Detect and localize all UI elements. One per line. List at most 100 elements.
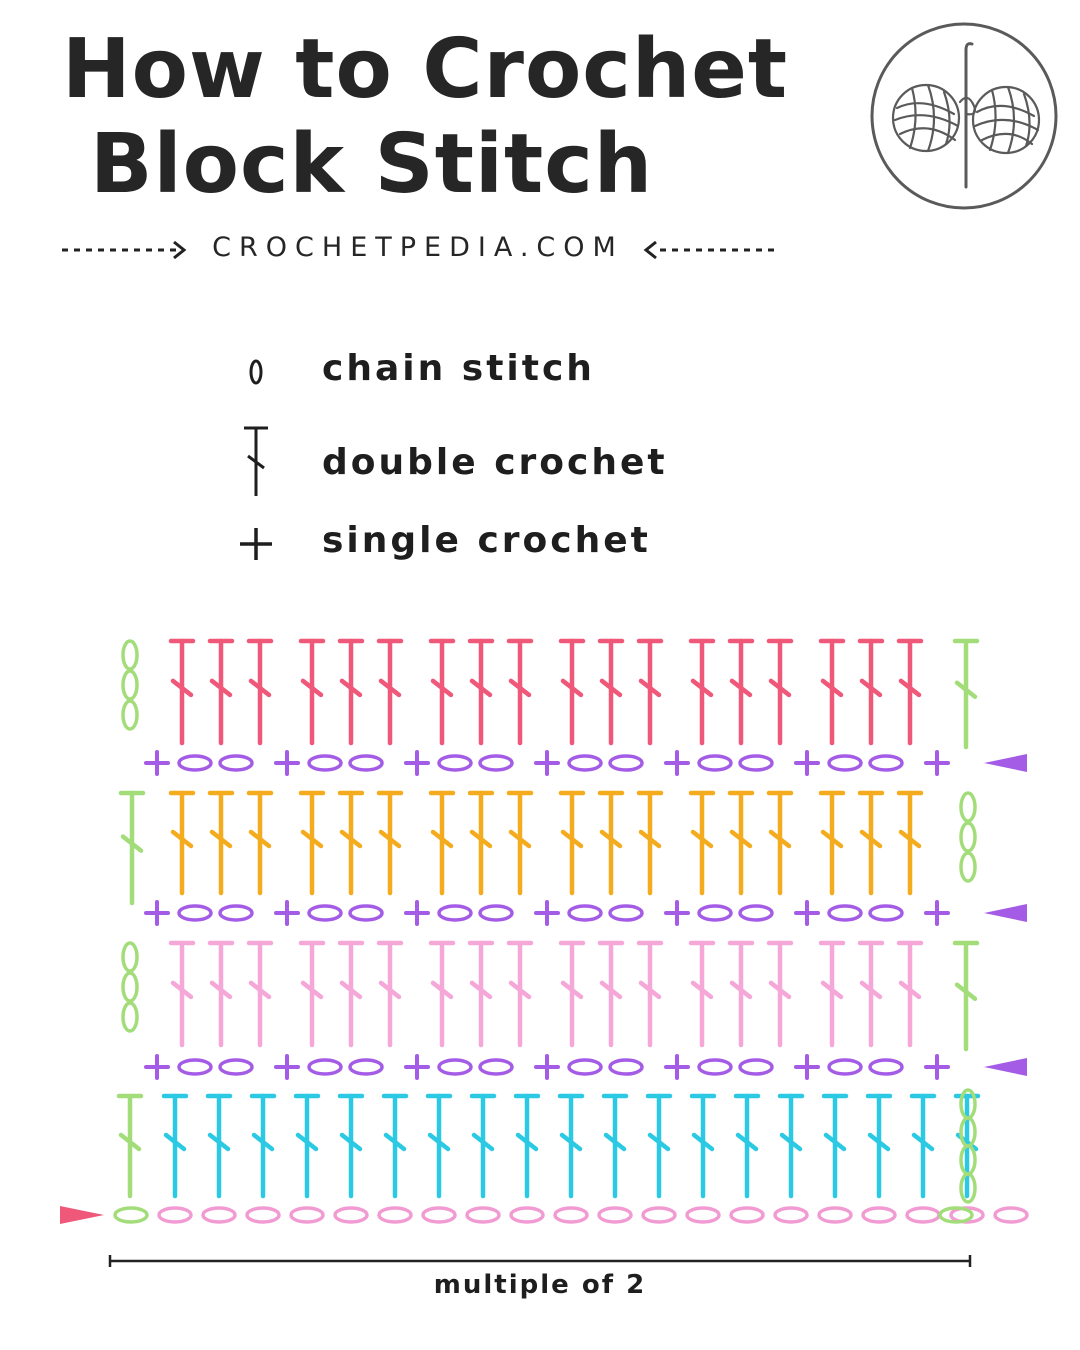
- foundation-chain: [729, 1206, 765, 1224]
- foundation-chain: [377, 1206, 413, 1224]
- foundation-chain: [421, 1206, 457, 1224]
- sc-row-chain: [218, 904, 254, 922]
- foundation-chain: [157, 1206, 193, 1224]
- website-banner: CROCHETPEDIA.COM: [60, 228, 776, 272]
- legend-item-chain: chain stitch: [230, 340, 730, 400]
- sc-row-chain: [868, 904, 904, 922]
- turning-chain-left: [121, 941, 139, 973]
- website-url: CROCHETPEDIA.COM: [212, 232, 624, 263]
- legend-item-single-crochet: single crochet: [230, 520, 730, 580]
- sc-row-chain: [218, 1058, 254, 1076]
- block-dc: [168, 790, 196, 896]
- row1-dc: [689, 1093, 717, 1199]
- turning-dc-right: [952, 940, 980, 1052]
- sc-row-chain: [348, 904, 384, 922]
- sc-row-chain: [738, 904, 774, 922]
- foundation-chain: [333, 1206, 369, 1224]
- sc-stitch: [144, 750, 170, 776]
- block-dc: [376, 790, 404, 896]
- block-dc: [207, 790, 235, 896]
- row1-dc: [381, 1093, 409, 1199]
- row1-dc: [337, 1093, 365, 1199]
- legend-label-single-crochet: single crochet: [322, 520, 651, 561]
- sc-row-chain: [177, 1058, 213, 1076]
- foundation-chain: [201, 1206, 237, 1224]
- sc-row-chain: [307, 1058, 343, 1076]
- sc-row-chain: [567, 754, 603, 772]
- sc-stitch: [144, 900, 170, 926]
- sc-stitch: [794, 750, 820, 776]
- block-dc: [558, 790, 586, 896]
- row1-dc: [645, 1093, 673, 1199]
- sc-row-chain: [608, 904, 644, 922]
- block-dc: [896, 790, 924, 896]
- sc-row-chain: [437, 754, 473, 772]
- block-dc: [766, 940, 794, 1048]
- legend-label-double-crochet: double crochet: [322, 442, 668, 483]
- yarn-balls-hook-icon: [870, 22, 1058, 210]
- sc-row-chain: [738, 754, 774, 772]
- row1-dc: [557, 1093, 585, 1199]
- block-dc: [896, 638, 924, 746]
- sc-row-chain: [437, 1058, 473, 1076]
- sc-row-chain: [348, 1058, 384, 1076]
- block-dc: [688, 638, 716, 746]
- block-dc: [246, 790, 274, 896]
- sc-row-chain: [827, 754, 863, 772]
- block-dc: [597, 790, 625, 896]
- block-dc: [636, 638, 664, 746]
- row-marker-icon: [984, 904, 1027, 922]
- row-marker-icon: [984, 1058, 1027, 1076]
- turning-chain-left: [121, 639, 139, 671]
- foundation-chain: [949, 1206, 985, 1224]
- sc-row-chain: [307, 904, 343, 922]
- left-arrow-icon: [643, 240, 657, 260]
- block-dc: [636, 790, 664, 896]
- sc-row-chain: [868, 1058, 904, 1076]
- legend-label-chain: chain stitch: [322, 348, 595, 389]
- arrow-decorations: [62, 240, 774, 260]
- block-dc: [727, 790, 755, 896]
- row1-dc: [249, 1093, 277, 1199]
- foundation-chain-start: [113, 1206, 149, 1224]
- sc-row-chain: [478, 1058, 514, 1076]
- single-crochet-icon: [240, 528, 272, 560]
- row1-dc: [513, 1093, 541, 1199]
- sc-row-chain: [697, 754, 733, 772]
- sc-stitch: [404, 1054, 430, 1080]
- block-dc: [428, 940, 456, 1048]
- block-dc: [558, 638, 586, 746]
- foundation-chain: [465, 1206, 501, 1224]
- sc-row-chain: [307, 754, 343, 772]
- block-dc: [506, 638, 534, 746]
- sc-stitch: [664, 900, 690, 926]
- row1-dc: [425, 1093, 453, 1199]
- sc-stitch: [924, 750, 950, 776]
- turning-dc-left: [118, 790, 146, 906]
- sc-stitch: [794, 1054, 820, 1080]
- sc-row-chain: [177, 904, 213, 922]
- block-dc: [727, 940, 755, 1048]
- turning-chain-right: [959, 851, 977, 883]
- block-dc: [246, 940, 274, 1048]
- block-dc: [688, 940, 716, 1048]
- block-dc: [857, 940, 885, 1048]
- sc-row-chain: [478, 754, 514, 772]
- row1-dc: [865, 1093, 893, 1199]
- row-marker-icon: [984, 754, 1027, 772]
- sc-row-chain: [218, 754, 254, 772]
- block-dc: [506, 940, 534, 1048]
- sc-stitch: [534, 1054, 560, 1080]
- turning-chain-right: [959, 821, 977, 853]
- sc-row-chain: [567, 904, 603, 922]
- block-dc: [766, 638, 794, 746]
- row1-dc: [909, 1093, 937, 1199]
- sc-stitch: [534, 750, 560, 776]
- block-dc: [467, 638, 495, 746]
- sc-stitch: [924, 900, 950, 926]
- block-dc: [857, 638, 885, 746]
- foundation-chain: [685, 1206, 721, 1224]
- chain-stitch-icon: [249, 359, 263, 385]
- block-dc: [688, 790, 716, 896]
- block-dc: [428, 790, 456, 896]
